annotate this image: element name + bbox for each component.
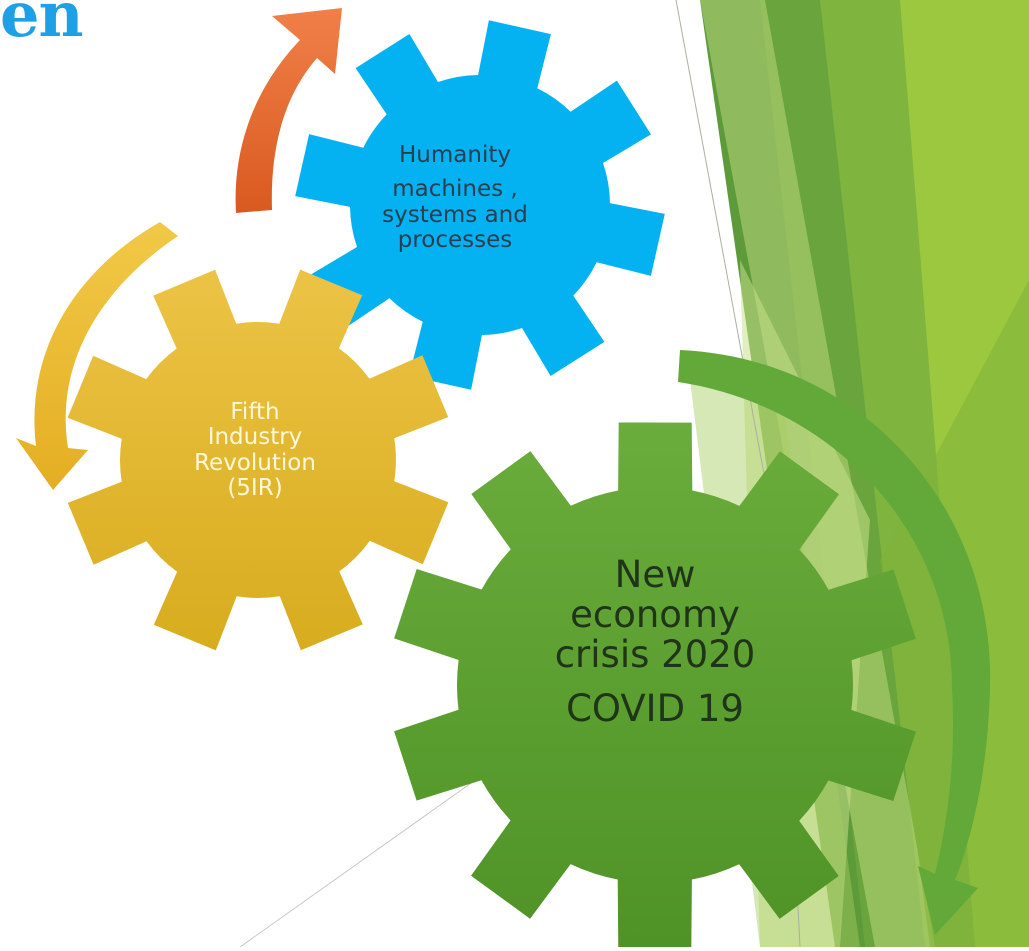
yellow-gear-line-1: Fifth (230, 399, 280, 425)
green-gear-line-4: COVID 19 (566, 686, 744, 730)
blue-gear-line-2: machines , (392, 175, 518, 202)
yellow-arrow (16, 222, 178, 490)
blue-gear (295, 20, 665, 390)
yellow-gear-line-4: (5IR) (227, 474, 283, 501)
green-gear-line-2: economy (570, 592, 740, 636)
yellow-gear-line-3: Revolution (194, 449, 316, 476)
thin-line-1 (675, 0, 781, 561)
blue-gear-line-4: processes (397, 227, 513, 254)
orange-arrow (235, 8, 342, 213)
yellow-gear (67, 269, 449, 651)
blue-gear-line-3: systems and (382, 201, 528, 228)
green-gear (394, 422, 916, 948)
green-gear-line-1: New (614, 553, 696, 596)
slide-title-fragment: en (0, 0, 84, 51)
blue-gear-line-1: Humanity (399, 142, 511, 168)
yellow-gear-label: Fifth Industry Revolution (5IR) (155, 399, 355, 501)
green-arrow (678, 350, 991, 935)
yellow-gear-line-2: Industry (207, 424, 303, 451)
blue-gear-label: Humanity machines , systems and processe… (355, 142, 555, 254)
green-gear-label: New economy crisis 2020 COVID 19 (515, 555, 795, 729)
green-gear-line-3: crisis 2020 (554, 632, 756, 676)
